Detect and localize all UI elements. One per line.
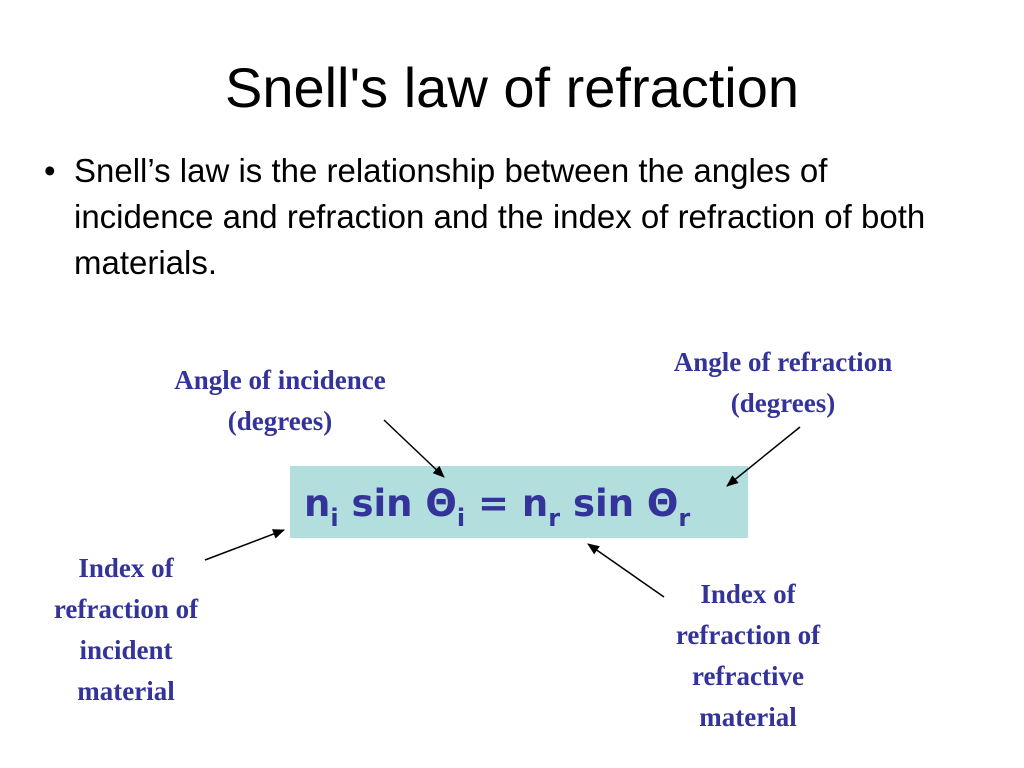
callout-line: (degrees)	[730, 388, 836, 418]
equation-box	[290, 466, 748, 538]
callout-line: Index of	[700, 579, 796, 609]
callout-line: incident	[79, 635, 173, 665]
arrow-to-index-refractive	[587, 543, 665, 598]
eq-n: n	[304, 482, 331, 525]
eq-n: n	[521, 482, 549, 525]
callout-line: Index of	[78, 553, 174, 583]
callout-index-refractive-material: Index of refraction of refractive materi…	[638, 574, 858, 738]
callout-index-incident-material: Index of refraction of incident material	[16, 548, 236, 712]
eq-equals: =	[478, 482, 510, 525]
callout-line: material	[77, 676, 175, 706]
callout-line: refraction of	[53, 594, 199, 624]
callout-line: Angle of incidence	[174, 365, 386, 395]
callout-line: (degrees)	[227, 406, 333, 436]
callout-line: refractive	[692, 661, 804, 691]
bullet-item: • Snell’s law is the relationship betwee…	[44, 148, 964, 286]
eq-subscript-r: r	[678, 504, 691, 532]
eq-theta: Θ	[646, 482, 679, 525]
callout-line: Angle of refraction	[673, 347, 893, 377]
callout-angle-of-refraction: Angle of refraction (degrees)	[618, 342, 948, 424]
eq-sin: sin	[572, 482, 635, 525]
bullet-marker: •	[44, 152, 56, 189]
arrow-to-angle-of-incidence	[383, 419, 445, 478]
slide-title: Snell's law of refraction	[224, 56, 800, 119]
eq-sin: sin	[351, 482, 413, 525]
eq-subscript-r: r	[548, 504, 561, 532]
callout-line: material	[699, 702, 797, 732]
eq-subscript-i: i	[330, 504, 339, 532]
eq-theta: Θ	[425, 482, 457, 525]
arrow-to-index-incident	[204, 529, 285, 561]
callout-line: refraction of	[675, 620, 821, 650]
snells-law-equation: ni sin Θi = nr sin Θr	[304, 480, 690, 530]
bullet-text: Snell’s law is the relationship between …	[74, 152, 926, 281]
eq-subscript-i: i	[456, 504, 466, 532]
callout-angle-of-incidence: Angle of incidence (degrees)	[120, 360, 440, 442]
arrow-to-angle-of-refraction	[726, 426, 801, 487]
